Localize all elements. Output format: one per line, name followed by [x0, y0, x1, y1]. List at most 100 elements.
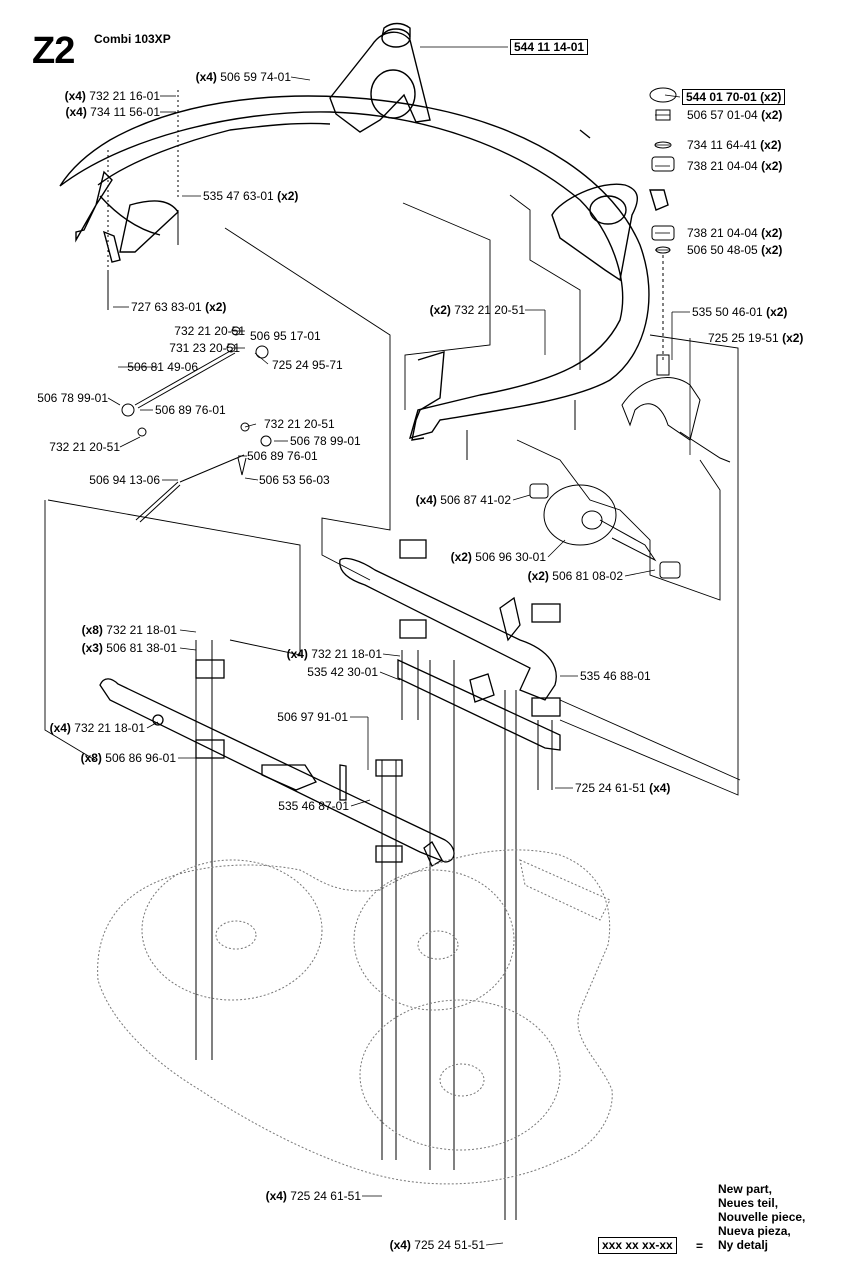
quantity-label: (x4) — [65, 105, 87, 119]
quantity-label: (x4) — [286, 647, 308, 661]
part-label: (x4) 732 21 18-01 — [287, 647, 382, 661]
part-number: 725 25 19-51 — [708, 331, 779, 345]
part-label: 732 21 20-51 — [174, 324, 245, 338]
part-number: 506 95 17-01 — [250, 329, 321, 343]
legend-equals: = — [696, 1239, 704, 1253]
part-label: 732 21 20-51 — [49, 440, 120, 454]
part-label: 535 42 30-01 — [307, 665, 378, 679]
part-number: 506 81 49-06 — [127, 360, 198, 374]
part-number: 506 78 99-01 — [290, 434, 361, 448]
part-number: 725 24 95-71 — [272, 358, 343, 372]
part-label: 506 81 49-06 — [127, 360, 198, 374]
leader-lines — [107, 46, 691, 1246]
quantity-label: (x4) — [195, 70, 217, 84]
legend-sample-box: xxx xx xx-xx — [598, 1237, 677, 1254]
part-number: 506 59 74-01 — [220, 70, 291, 84]
part-number: 725 24 61-51 — [290, 1189, 361, 1203]
part-number: 732 21 18-01 — [74, 721, 145, 735]
part-number: 734 11 56-01 — [90, 105, 160, 119]
part-number: 506 89 76-01 — [247, 449, 318, 463]
part-number: 506 81 38-01 — [106, 641, 177, 655]
part-number: 506 50 48-05 — [687, 243, 758, 257]
legend-line: Neues teil, — [718, 1196, 779, 1210]
page-id: Z2 — [32, 30, 75, 72]
part-number: 544 11 14-01 — [510, 39, 589, 55]
part-label: 731 23 20-51 — [169, 341, 240, 355]
quantity-label: (x2) — [757, 108, 783, 122]
part-label: 535 46 88-01 — [580, 669, 651, 683]
quantity-label: (x2) — [527, 569, 549, 583]
part-number: 738 21 04-04 — [687, 159, 758, 173]
part-label: (x3) 506 81 38-01 — [82, 641, 177, 655]
part-number: 725 24 61-51 — [575, 781, 646, 795]
part-label: (x2) 732 21 20-51 — [430, 303, 525, 317]
part-number: 731 23 20-51 — [169, 341, 240, 355]
quantity-label: (x4) — [265, 1189, 287, 1203]
part-number: 732 21 18-01 — [311, 647, 382, 661]
part-number: 506 81 08-02 — [552, 569, 623, 583]
quantity-label: (x4) — [389, 1238, 411, 1252]
part-label: (x4) 506 59 74-01 — [196, 70, 291, 84]
part-number: 535 46 87-01 — [278, 799, 349, 813]
part-label: (x4) 506 87 41-02 — [416, 493, 511, 507]
part-number: 506 53 56-03 — [259, 473, 330, 487]
part-number: 506 89 76-01 — [155, 403, 226, 417]
part-label: 535 47 63-01 (x2) — [203, 189, 298, 203]
part-label: (x4) 725 24 51-51 — [390, 1238, 485, 1252]
part-label: 544 11 14-01 — [510, 39, 589, 55]
part-label: 506 57 01-04 (x2) — [687, 108, 782, 122]
part-number: 732 21 20-51 — [174, 324, 245, 338]
legend-text: New part, Neues teil, Nouvelle piece, Nu… — [718, 1182, 805, 1252]
model-name: Combi 103XP — [94, 32, 171, 46]
quantity-label: (x2) — [429, 303, 451, 317]
quantity-label: (x2) — [762, 305, 788, 319]
part-number: 535 47 63-01 — [203, 189, 274, 203]
part-label: (x2) 506 96 30-01 — [451, 550, 546, 564]
part-label: (x4) 725 24 61-51 — [266, 1189, 361, 1203]
part-label: 506 78 99-01 — [290, 434, 361, 448]
part-number: 544 01 70-01 (x2) — [682, 89, 786, 105]
quantity-label: (x2) — [757, 226, 783, 240]
legend-line: Nueva pieza, — [718, 1224, 791, 1238]
part-number: 506 86 96-01 — [105, 751, 176, 765]
vertical-bolts — [177, 210, 576, 1220]
part-number: 734 11 64-41 — [687, 138, 757, 152]
legend-line: Nouvelle piece, — [718, 1210, 806, 1224]
part-label: 727 63 83-01 (x2) — [131, 300, 226, 314]
part-label: 506 53 56-03 — [259, 473, 330, 487]
linkage-rods — [107, 90, 272, 523]
part-number: 535 42 30-01 — [307, 665, 378, 679]
part-number: 732 21 20-51 — [49, 440, 120, 454]
part-number: 506 87 41-02 — [440, 493, 511, 507]
quantity-label: (x2) — [273, 189, 299, 203]
part-number: 506 96 30-01 — [475, 550, 546, 564]
part-label: 725 25 19-51 (x2) — [708, 331, 803, 345]
part-number: 732 21 20-51 — [454, 303, 525, 317]
part-label: 535 46 87-01 — [278, 799, 349, 813]
perspective-frames — [44, 194, 741, 796]
quantity-label: (x4) — [49, 721, 71, 735]
mower-deck — [97, 849, 613, 1185]
part-label: 725 24 95-71 — [272, 358, 343, 372]
part-number: 732 21 18-01 — [106, 623, 177, 637]
quantity-label: (x2) — [757, 159, 783, 173]
quantity-label: (x2) — [450, 550, 472, 564]
part-number: 506 94 13-06 — [89, 473, 160, 487]
part-number: 535 50 46-01 — [692, 305, 763, 319]
part-number: 725 24 51-51 — [414, 1238, 485, 1252]
part-label: 738 21 04-04 (x2) — [687, 226, 782, 240]
quantity-label: (x2) — [778, 331, 804, 345]
part-label: 732 21 20-51 — [264, 417, 335, 431]
quantity-label: (x2) — [201, 300, 227, 314]
front-bar-assembly — [99, 539, 561, 867]
part-label: 506 78 99-01 — [37, 391, 108, 405]
part-label: 725 24 61-51 (x4) — [575, 781, 670, 795]
part-label: 506 89 76-01 — [155, 403, 226, 417]
part-number: 732 21 20-51 — [264, 417, 335, 431]
legend-line: New part, — [718, 1182, 773, 1196]
part-label: (x4) 732 21 16-01 — [65, 89, 160, 103]
quantity-label: (x4) — [64, 89, 86, 103]
part-label: 544 01 70-01 (x2) — [682, 89, 786, 105]
part-label: 506 94 13-06 — [89, 473, 160, 487]
